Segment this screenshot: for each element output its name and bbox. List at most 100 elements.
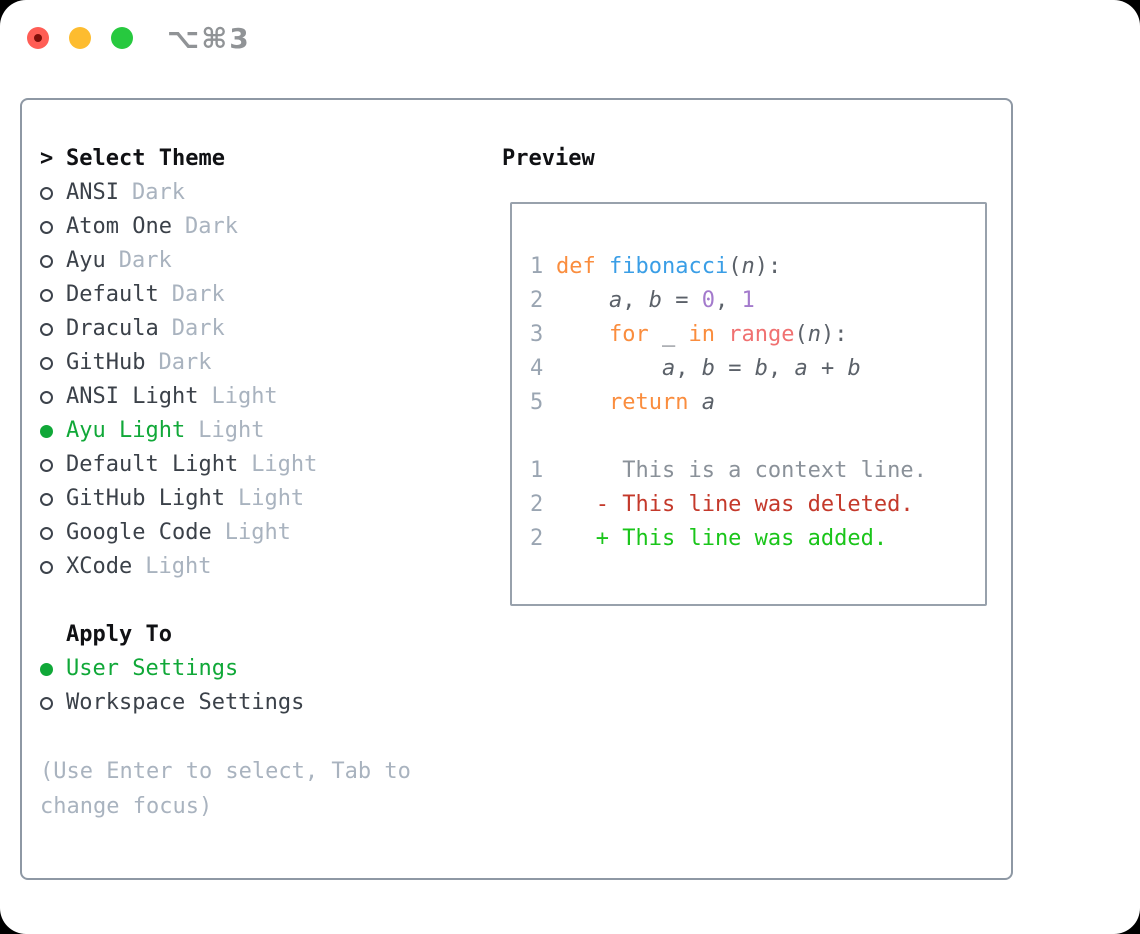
theme-name: Ayu Light: [66, 418, 186, 443]
apply-option[interactable]: Workspace Settings: [40, 686, 411, 720]
line-number: 1: [530, 458, 544, 483]
radio-icon: [40, 526, 53, 540]
code-token: b: [754, 356, 768, 381]
code-token: def: [556, 254, 596, 279]
theme-variant: Dark: [131, 180, 185, 205]
apply-option[interactable]: User Settings: [40, 652, 411, 686]
code-token: [649, 322, 662, 347]
code-token: _: [661, 322, 676, 347]
line-number: 2: [530, 492, 544, 517]
theme-option[interactable]: ANSI Dark: [40, 176, 411, 210]
theme-variant: Light: [198, 418, 265, 443]
code-token: - This line was deleted.: [556, 492, 914, 517]
apply-to-title: Apply To: [66, 622, 172, 647]
radio-bullet: [40, 312, 66, 346]
line-number: 4: [530, 356, 544, 381]
help-text-line: (Use Enter to select, Tab to: [40, 759, 411, 784]
theme-name: Dracula: [66, 316, 159, 341]
code-token: ,: [622, 288, 649, 313]
theme-variant: Light: [224, 520, 291, 545]
theme-name: ANSI: [66, 180, 119, 205]
radio-bullet: [40, 346, 66, 380]
code-token: b: [847, 356, 861, 381]
radio-bullet: [40, 482, 66, 516]
theme-option[interactable]: Ayu Light Light: [40, 414, 411, 448]
code-line: 4 a, b = b, a + b: [530, 352, 927, 386]
code-line: 2 a, b = 0, 1: [530, 284, 927, 318]
code-token: 0: [701, 288, 715, 313]
radio-icon: [40, 288, 53, 302]
theme-variant: Dark: [171, 282, 225, 307]
code-line: [530, 420, 927, 454]
code-token: [596, 254, 609, 279]
theme-name: Atom One: [66, 214, 172, 239]
line-number: 3: [530, 322, 544, 347]
radio-icon: [40, 322, 53, 336]
code-line: 5 return a: [530, 386, 927, 420]
code-token: ,: [714, 288, 742, 313]
code-line: 2 - This line was deleted.: [530, 488, 927, 522]
traffic-lights: [27, 27, 133, 49]
radio-bullet: [40, 414, 66, 448]
theme-option[interactable]: Default Dark: [40, 278, 411, 312]
theme-variant: Dark: [184, 214, 238, 239]
radio-icon: [40, 424, 53, 438]
zoom-button[interactable]: [111, 27, 133, 49]
radio-bullet: [40, 448, 66, 482]
code-line: 3 for _ in range(n):: [530, 318, 927, 352]
code-token: [675, 322, 688, 347]
radio-bullet: [40, 380, 66, 414]
theme-variant: Dark: [158, 350, 212, 375]
code-token: range: [728, 322, 795, 347]
code-token: b: [701, 356, 715, 381]
code-token: in: [688, 322, 715, 347]
code-token: a: [701, 390, 715, 415]
code-token: a: [608, 288, 623, 313]
code-token: n: [741, 254, 755, 279]
code-token: ):: [754, 254, 782, 279]
theme-name: XCode: [66, 554, 133, 579]
code-token: [715, 322, 728, 347]
code-token: (: [794, 322, 808, 347]
apply-option-label: Workspace Settings: [66, 690, 305, 715]
theme-name: Google Code: [66, 520, 212, 545]
minimize-button[interactable]: [69, 27, 91, 49]
code-token: ,: [675, 356, 702, 381]
code-line: 1 This is a context line.: [530, 454, 927, 488]
theme-option[interactable]: XCode Light: [40, 550, 411, 584]
close-button[interactable]: [27, 27, 49, 49]
radio-icon: [40, 254, 53, 268]
radio-icon: [40, 492, 53, 506]
theme-variant: Dark: [118, 248, 172, 273]
unsaved-changes-dot-icon: [34, 34, 42, 42]
theme-option[interactable]: Google Code Light: [40, 516, 411, 550]
theme-variant: Light: [211, 384, 278, 409]
apply-to-indent: [40, 618, 66, 652]
spacer: [40, 584, 411, 618]
theme-name: Default: [66, 282, 159, 307]
code-token: return: [608, 390, 689, 415]
code-token: =: [661, 288, 702, 313]
theme-name: GitHub Light: [66, 486, 225, 511]
code-token: [688, 390, 701, 415]
theme-variant: Light: [145, 554, 212, 579]
code-token: for: [608, 322, 649, 347]
select-theme-title: Select Theme: [66, 146, 225, 171]
radio-bullet: [40, 516, 66, 550]
theme-option[interactable]: Atom One Dark: [40, 210, 411, 244]
apply-option-label: User Settings: [66, 656, 239, 681]
